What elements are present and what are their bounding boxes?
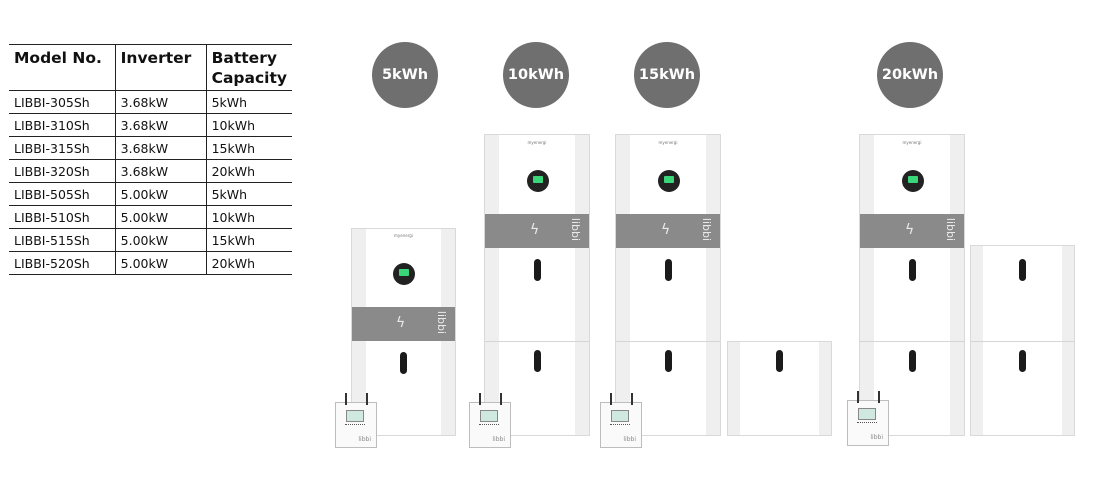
cell-inverter: 5.00kW [114, 228, 207, 252]
display-screen-icon [393, 263, 415, 285]
cell-capacity: 5kWh [205, 182, 292, 206]
cell-model: LIBBI-315Sh [9, 136, 116, 160]
brand-label: myenergi [902, 140, 922, 145]
display-screen-icon [658, 170, 680, 192]
cell-inverter: 3.68kW [114, 159, 207, 183]
inverter-20kwh: libbi [847, 391, 889, 446]
inverter-brand: libbi [623, 436, 636, 443]
cell-inverter: 5.00kW [114, 182, 207, 206]
cell-capacity: 20kWh [205, 251, 292, 275]
product-name: libbi [943, 217, 957, 242]
table-header-row: Model No. Inverter Battery Capacity [9, 44, 292, 91]
product-name: libbi [699, 217, 713, 242]
led-indicator-icon [1019, 350, 1026, 372]
cell-capacity: 5kWh [205, 90, 292, 114]
inverter-display-icon [346, 410, 364, 422]
led-indicator-icon [909, 259, 916, 281]
brand-label: myenergi [658, 140, 678, 145]
led-indicator-icon [534, 259, 541, 281]
display-screen-icon [902, 170, 924, 192]
cell-capacity: 10kWh [205, 205, 292, 229]
cell-inverter: 3.68kW [114, 90, 207, 114]
lightning-s-icon: ϟ [661, 222, 671, 238]
cell-model: LIBBI-305Sh [9, 90, 116, 114]
product-name: libbi [434, 310, 448, 335]
cell-capacity: 10kWh [205, 113, 292, 137]
spec-table: Model No. Inverter Battery Capacity LIBB… [9, 44, 292, 275]
extra-battery-20kwh [970, 245, 1075, 436]
product-name: libbi [568, 217, 582, 242]
lightning-s-icon: ϟ [396, 315, 406, 331]
inverter-5kwh: libbi [335, 393, 377, 448]
cell-capacity: 15kWh [205, 136, 292, 160]
cell-model: LIBBI-505Sh [9, 182, 116, 206]
header-capacity: Battery Capacity [205, 44, 292, 91]
brand-label: myenergi [527, 140, 547, 145]
badge-10kwh: 10kWh [503, 42, 569, 108]
brand-band: ϟ libbi [860, 214, 964, 248]
cell-model: LIBBI-510Sh [9, 205, 116, 229]
brand-label: myenergi [394, 233, 413, 238]
battery-stack-5kwh: myenergi ϟ libbi [351, 228, 456, 436]
cell-inverter: 5.00kW [114, 205, 207, 229]
extra-battery-15kwh [727, 341, 832, 436]
badge-20kwh: 20kWh [877, 42, 943, 108]
inverter-10kwh: libbi [469, 393, 511, 448]
inverter-display-icon [480, 410, 498, 422]
cell-model: LIBBI-310Sh [9, 113, 116, 137]
header-model: Model No. [9, 44, 116, 91]
inverter-display-icon [611, 410, 629, 422]
led-indicator-icon [909, 350, 916, 372]
led-indicator-icon [776, 350, 783, 372]
inverter-display-icon [858, 408, 876, 420]
cell-inverter: 5.00kW [114, 251, 207, 275]
battery-stack-20kwh: myenergi ϟ libbi [859, 134, 965, 436]
led-indicator-icon [665, 350, 672, 372]
battery-stack-10kwh: myenergi ϟ libbi [484, 134, 590, 436]
cell-capacity: 20kWh [205, 159, 292, 183]
battery-stack-15kwh: myenergi ϟ libbi [615, 134, 721, 436]
lightning-s-icon: ϟ [530, 222, 540, 238]
display-screen-icon [527, 170, 549, 192]
cell-model: LIBBI-520Sh [9, 251, 116, 275]
inverter-brand: libbi [492, 436, 505, 443]
led-indicator-icon [534, 350, 541, 372]
badge-5kwh: 5kWh [372, 42, 438, 108]
cell-inverter: 3.68kW [114, 113, 207, 137]
led-indicator-icon [665, 259, 672, 281]
led-indicator-icon [400, 352, 407, 374]
header-inverter: Inverter [114, 44, 207, 91]
inverter-brand: libbi [358, 436, 371, 443]
brand-band: ϟ libbi [485, 214, 589, 248]
cell-capacity: 15kWh [205, 228, 292, 252]
inverter-15kwh: libbi [600, 393, 642, 448]
brand-band: ϟ libbi [352, 307, 455, 341]
led-indicator-icon [1019, 259, 1026, 281]
brand-band: ϟ libbi [616, 214, 720, 248]
cell-model: LIBBI-515Sh [9, 228, 116, 252]
cell-model: LIBBI-320Sh [9, 159, 116, 183]
lightning-s-icon: ϟ [905, 222, 915, 238]
badge-15kwh: 15kWh [634, 42, 700, 108]
cell-inverter: 3.68kW [114, 136, 207, 160]
inverter-brand: libbi [870, 434, 883, 441]
